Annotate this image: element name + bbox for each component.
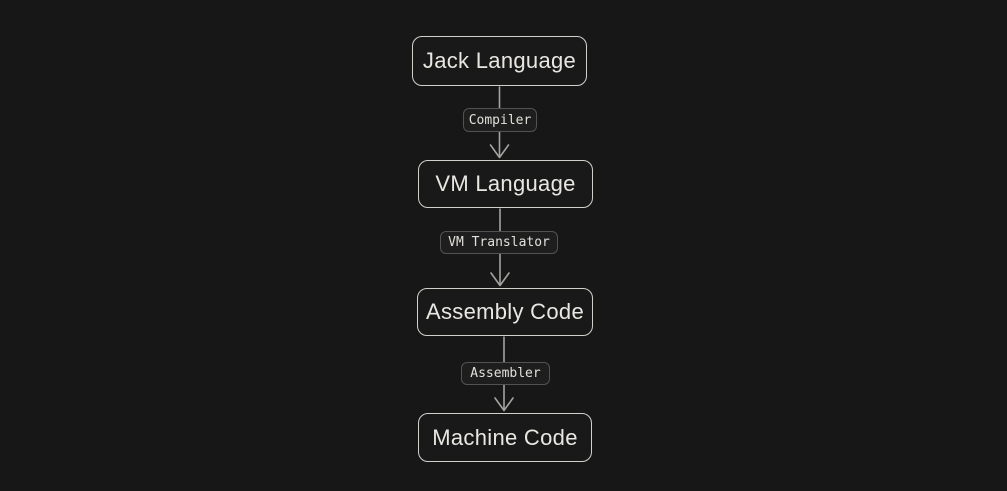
node-jack-language: Jack Language [412,36,587,86]
edge-label-text: Assembler [470,366,541,381]
edge-label-compiler: Compiler [463,108,537,132]
node-label: Assembly Code [426,299,584,324]
node-assembly-code: Assembly Code [417,288,593,336]
node-label: Jack Language [422,48,577,73]
edge-label-text: VM Translator [448,235,550,250]
node-label: VM Language [435,171,576,196]
edge-label-text: Compiler [468,112,532,128]
node-label: Machine Code [432,424,578,450]
node-machine-code: Machine Code [418,413,592,462]
edge-label-vm-translator: VM Translator [440,231,558,254]
edge-label-assembler: Assembler [461,362,550,385]
node-vm-language: VM Language [418,160,593,208]
